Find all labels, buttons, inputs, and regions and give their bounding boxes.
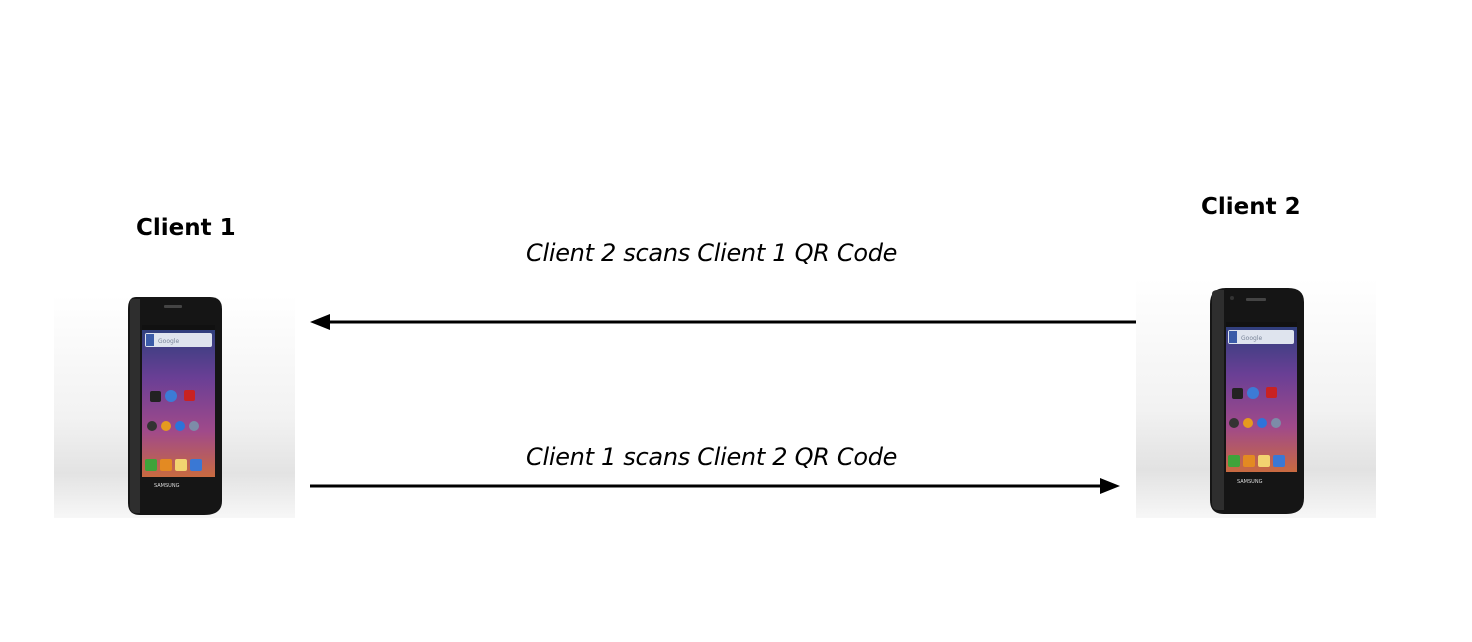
phone-1-search-text: Google (158, 338, 179, 345)
arrow-label-client2-scans-client1: Client 2 scans Client 1 QR Code (526, 239, 898, 267)
client-2-label: Client 2 (1201, 194, 1301, 220)
arrowhead-left (310, 314, 330, 330)
client-1-phone: Google SAMSUNG (54, 295, 295, 518)
client-1-label: Client 1 (136, 215, 236, 241)
phone-1-brand: SAMSUNG (154, 483, 180, 489)
arrow-label-client1-scans-client2: Client 1 scans Client 2 QR Code (526, 443, 898, 471)
client-2-phone: Google SAMSUNG (1136, 278, 1376, 518)
phone-2-search-text: Google (1241, 335, 1262, 342)
phone-2-brand: SAMSUNG (1237, 479, 1263, 485)
arrowhead-right (1100, 478, 1120, 494)
